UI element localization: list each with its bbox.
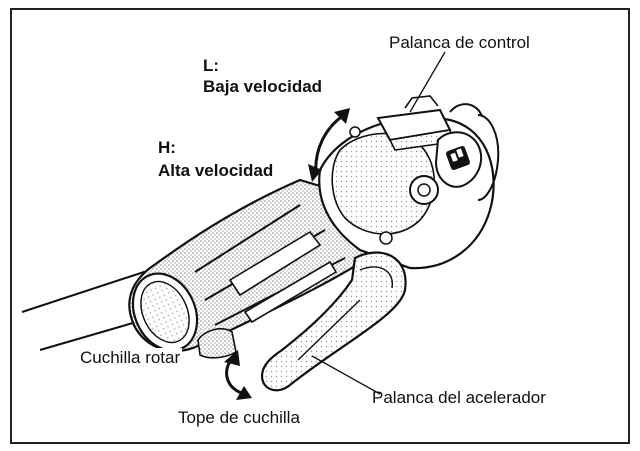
high-speed-label: Alta velocidad [158,161,274,180]
high-speed-code: H: [158,138,176,157]
blade-arrow-head-up [224,350,240,366]
mount-bracket [449,103,500,201]
control-lever-label: Palanca de control [389,33,530,52]
blade-arrow-head-down [236,386,252,400]
handle-grip [128,178,382,353]
blade-stop-label: Tope de cuchilla [178,408,300,427]
control-lever [376,95,453,151]
throttle-lever-label: Palanca del acelerador [372,388,546,407]
throttle-lever-leader [311,355,381,395]
shaft [21,269,151,351]
stop-switch [434,131,483,188]
low-speed-label: Baja velocidad [203,77,323,96]
arrow-head-up [334,108,350,124]
low-speed-code: L: [203,56,220,75]
control-lever-leader [409,51,446,113]
arrow-head-down [308,164,322,182]
rotate-blade-label: Cuchilla rotar [80,348,183,368]
throttle-trigger [260,251,407,392]
